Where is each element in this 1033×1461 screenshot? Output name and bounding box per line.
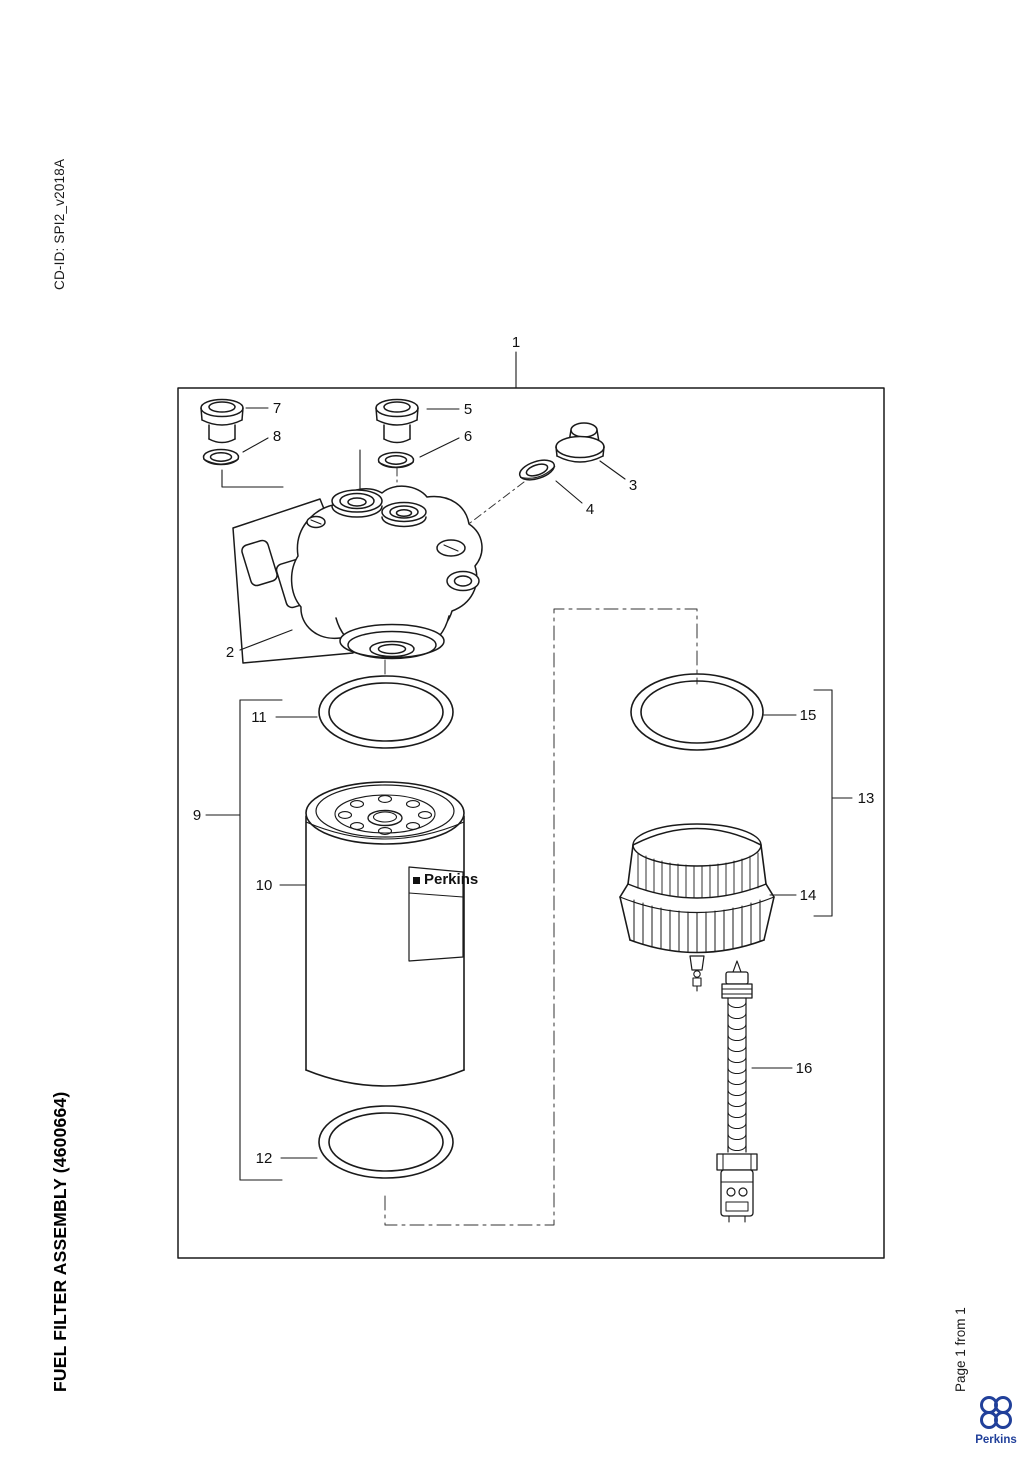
part-plug-7 (200, 398, 244, 444)
cartridge-brand-text: Perkins (424, 871, 478, 888)
svg-text:5: 5 (464, 401, 472, 418)
svg-text:10: 10 (256, 877, 273, 894)
callout-11: 11 (251, 709, 318, 726)
part-filter-head (232, 449, 483, 664)
callout-16: 16 (751, 1060, 813, 1077)
head-port-right (381, 501, 427, 528)
svg-text:15: 15 (800, 707, 817, 724)
callout-6: 6 (419, 428, 472, 458)
bowl-ribs (633, 899, 761, 953)
bowl-threads (637, 852, 759, 899)
callout-1: 1 (512, 334, 520, 389)
callout-13: 13 (813, 689, 875, 917)
part-oring-12 (318, 1105, 454, 1179)
callout-5: 5 (426, 401, 472, 418)
svg-text:6: 6 (464, 428, 472, 445)
part-oring-15 (630, 673, 764, 751)
callout-3: 3 (599, 460, 637, 494)
svg-text:12: 12 (256, 1150, 273, 1167)
svg-text:14: 14 (800, 887, 817, 904)
callout-10: 10 (256, 877, 306, 894)
perkins-logo: Perkins (964, 1394, 1028, 1446)
svg-text:16: 16 (796, 1060, 813, 1077)
part-plug-5 (375, 398, 419, 444)
callouts: 1 2 3 4 5 (193, 334, 875, 1181)
perkins-emblem-icon (980, 1396, 1012, 1429)
part-oring-11 (318, 675, 454, 749)
part-washer-6 (377, 451, 415, 469)
head-port-left (331, 489, 383, 518)
svg-text:7: 7 (273, 400, 281, 417)
cartridge-holes (337, 795, 433, 835)
callout-4: 4 (555, 480, 594, 518)
sensor-coil (727, 1001, 747, 1151)
callout-12: 12 (256, 1150, 318, 1167)
callout-15: 15 (763, 707, 817, 724)
svg-text:1: 1 (512, 334, 520, 351)
part-sensor-16 (716, 960, 758, 1223)
callout-7: 7 (245, 400, 281, 417)
perkins-wordmark: Perkins (975, 1434, 1017, 1446)
callout-14: 14 (769, 887, 817, 904)
part-filter-bowl (619, 823, 775, 992)
svg-text:2: 2 (226, 644, 234, 661)
cartridge-label: Perkins (408, 866, 478, 962)
head-bolts (306, 515, 480, 592)
svg-text:4: 4 (586, 501, 594, 518)
callout-2: 2 (226, 629, 293, 661)
svg-text:3: 3 (629, 477, 637, 494)
part-filter-cartridge: Perkins (305, 781, 478, 1087)
svg-text:11: 11 (251, 709, 267, 726)
part-washer-8 (202, 448, 240, 466)
leader-line (221, 469, 284, 488)
svg-text:13: 13 (858, 790, 875, 807)
part-plug-3 (555, 422, 605, 463)
part-washer-4 (518, 459, 556, 481)
svg-text:9: 9 (193, 807, 201, 824)
svg-text:8: 8 (273, 428, 281, 445)
diagram-border (177, 387, 885, 1259)
bowl-drain (689, 955, 705, 992)
sensor-connector (716, 1153, 758, 1223)
callout-9: 9 (193, 699, 283, 1181)
callout-8: 8 (242, 428, 281, 453)
